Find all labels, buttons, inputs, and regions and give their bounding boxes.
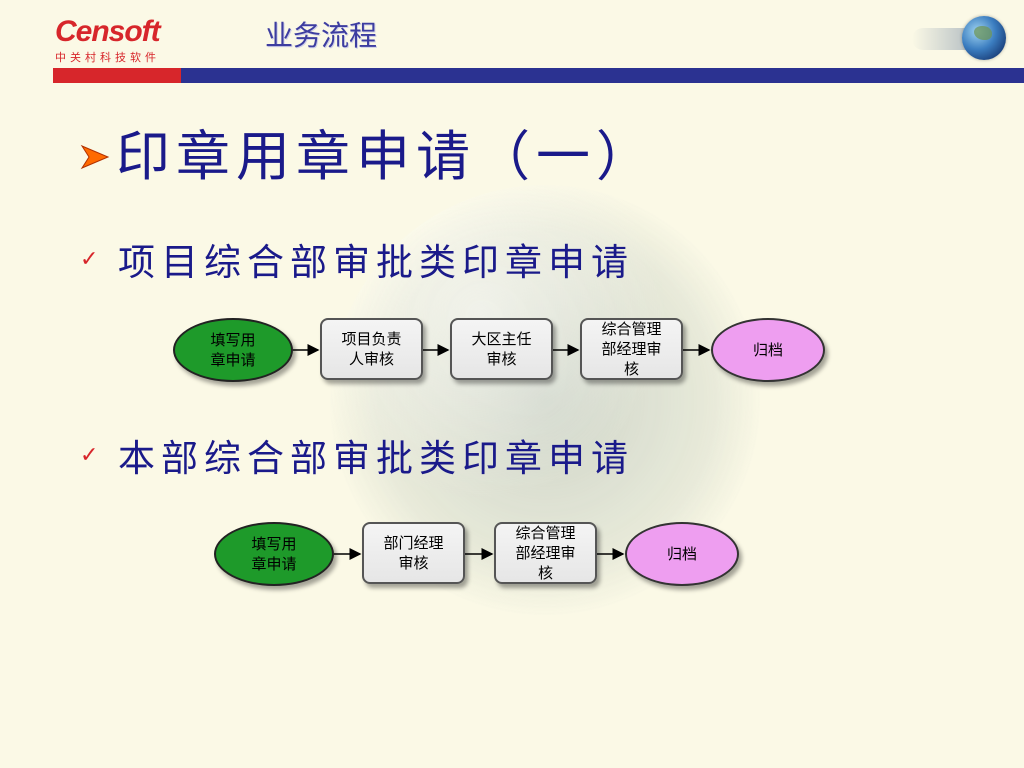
globe-ball [962, 16, 1006, 60]
heading-text: 印章用章申请（一） [116, 125, 656, 188]
flow2-node-dept-manager-review: 部门经理审核 [362, 522, 465, 584]
flow2-node-fill-application: 填写用章申请 [214, 522, 334, 586]
globe-icon [912, 14, 1007, 64]
flow1-node-archive: 归档 [711, 318, 825, 382]
section-title-text: 项目综合部审批类印章申请 [118, 241, 634, 284]
header-bar-red [53, 68, 181, 83]
header-bar-blue [181, 68, 1024, 83]
logo-subtitle: 中关村科技软件 [55, 51, 160, 64]
section-1-title: ✓ 项目综合部审批类印章申请 [80, 232, 634, 286]
flow1-node-fill-application: 填写用章申请 [173, 318, 293, 382]
flow1-node-admin-manager-review: 综合管理部经理审核 [580, 318, 683, 380]
section-2-title: ✓ 本部综合部审批类印章申请 [80, 428, 634, 482]
flow1-node-region-director-review: 大区主任审核 [450, 318, 553, 380]
censoft-logo: Censoft 中关村科技软件 [55, 15, 161, 65]
flow2-node-admin-manager-review: 综合管理部经理审核 [494, 522, 597, 584]
section-title-text: 本部综合部审批类印章申请 [118, 437, 634, 480]
flow1-node-project-lead-review: 项目负责人审核 [320, 318, 423, 380]
logo-wordmark: Censoft [55, 15, 161, 48]
arrow-bullet-icon [80, 127, 116, 187]
checkmark-icon: ✓ [80, 246, 99, 272]
slide-heading: 印章用章申请（一） [80, 125, 656, 189]
checkmark-icon: ✓ [80, 442, 99, 468]
flow2-node-archive: 归档 [625, 522, 739, 586]
header-title: 业务流程 [265, 19, 378, 52]
